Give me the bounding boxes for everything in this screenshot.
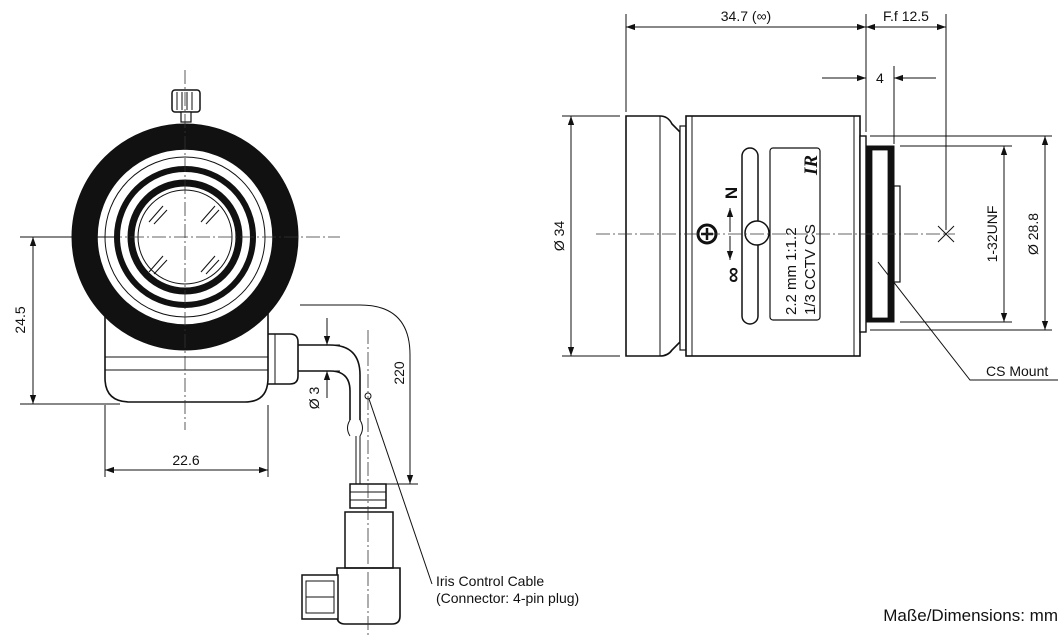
iris-motor-housing xyxy=(104,300,269,403)
front-width-label: 22.6 xyxy=(172,452,199,468)
barrel-text-line2: 1/3 CCTV CS xyxy=(802,224,819,315)
barrel-brand-logo: IR xyxy=(801,155,822,176)
barrel-text-line1: 2.2 mm 1:1.2 xyxy=(783,227,800,315)
outer-diameter-label: Ø 34 xyxy=(551,221,567,252)
four-pin-connector xyxy=(301,483,401,625)
focus-far-label: ∞ xyxy=(720,267,745,283)
flange-focal-label: F.f 12.5 xyxy=(883,8,929,24)
front-height-label: 24.5 xyxy=(12,306,28,333)
lens-length-label: 34.7 (∞) xyxy=(721,8,771,24)
focus-knob xyxy=(744,220,770,246)
front-view: 24.5 22.6 Ø 3 220 Iris Control Cable (Co… xyxy=(12,70,579,636)
focus-near-label: N xyxy=(722,187,741,199)
units-note: Maße/Dimensions: mm xyxy=(883,606,1058,625)
cs-mount-callout: CS Mount xyxy=(986,363,1048,379)
glass-reflection-marks xyxy=(148,205,220,275)
cable-callout-line2: (Connector: 4-pin plug) xyxy=(436,590,579,606)
thread-spec-label: 1-32UNF xyxy=(984,206,1000,263)
cable-strain-relief xyxy=(268,333,299,385)
cable-length-label: 220 xyxy=(391,361,407,385)
lens-front-cap xyxy=(625,115,681,357)
cable-callout-line1: Iris Control Cable xyxy=(436,573,544,589)
mount-diameter-label: Ø 28.8 xyxy=(1025,213,1041,255)
thread-depth-label: 4 xyxy=(876,70,884,86)
side-view: N ∞ 2.2 mm 1:1.2 1/3 CCTV CS IR 34.7 (∞)… xyxy=(551,8,1058,381)
lock-screw-knob xyxy=(171,89,201,123)
cable-diameter-label: Ø 3 xyxy=(306,387,322,410)
